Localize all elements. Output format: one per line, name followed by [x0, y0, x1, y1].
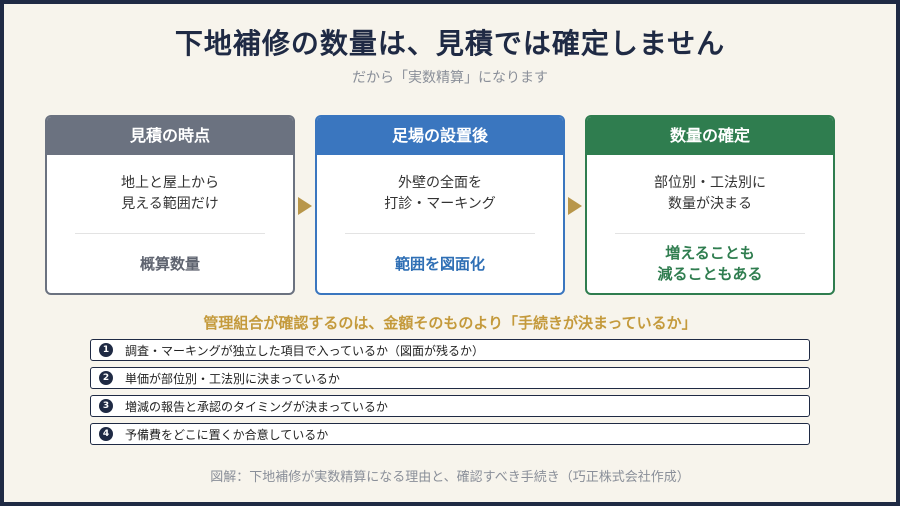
stage-card-body-line: 外壁の全面を: [398, 175, 482, 191]
number-badge-icon: 4: [99, 427, 113, 441]
stage-card-quantity-confirmed: 数量の確定 部位別・工法別に 数量が決まる 増えることも 減ることもある: [585, 115, 835, 295]
checklist-item-text: 調査・マーキングが独立した項目で入っているか（図面が残るか）: [125, 343, 485, 358]
number-badge-icon: 1: [99, 343, 113, 357]
stage-card-result-line: 概算数量: [139, 254, 200, 273]
number-badge-icon: 2: [99, 371, 113, 385]
checklist: 1 調査・マーキングが独立した項目で入っているか（図面が残るか） 2 単価が部位…: [90, 339, 810, 451]
checklist-item-text: 単価が部位別・工法別に決まっているか: [125, 371, 340, 386]
page-title: 下地補修の数量は、見積では確定しません: [174, 27, 726, 60]
stage-card-body: 部位別・工法別に 数量が決まる: [587, 155, 833, 233]
stage-card-estimate: 見積の時点 地上と屋上から 見える範囲だけ 概算数量: [45, 115, 295, 295]
stage-card-divider: [615, 233, 805, 234]
figure-caption: 図解：下地補修が実数精算になる理由と、確認すべき手続き（巧正株式会社作成）: [210, 470, 690, 485]
stage-card-scaffolding: 足場の設置後 外壁の全面を 打診・マーキング 範囲を図面化: [315, 115, 565, 295]
stage-card-body-line: 打診・マーキング: [384, 196, 496, 212]
stage-card-result-line: 増えることも: [665, 244, 755, 262]
stage-card-body: 外壁の全面を 打診・マーキング: [317, 155, 563, 233]
checklist-heading: 管理組合が確認するのは、金額そのものより「手続きが決まっているか」: [203, 314, 697, 332]
stage-card-result: 概算数量: [47, 234, 293, 293]
flow-arrow-icon: [298, 197, 312, 215]
stage-card-body-line: 部位別・工法別に: [654, 175, 766, 191]
stage-card-body: 地上と屋上から 見える範囲だけ: [47, 155, 293, 233]
flow-arrow-icon: [568, 197, 582, 215]
stage-card-body-line: 地上と屋上から: [121, 175, 219, 191]
stage-card-divider: [345, 233, 535, 234]
checklist-item: 4 予備費をどこに置くか合意しているか: [90, 423, 810, 445]
stage-card-header: 足場の設置後: [317, 117, 563, 155]
checklist-item: 1 調査・マーキングが独立した項目で入っているか（図面が残るか）: [90, 339, 810, 361]
stage-card-body-line: 数量が決まる: [668, 196, 752, 212]
checklist-item: 2 単価が部位別・工法別に決まっているか: [90, 367, 810, 389]
stage-card-result: 範囲を図面化: [317, 234, 563, 293]
stage-card-result: 増えることも 減ることもある: [587, 234, 833, 293]
diagram-frame: 下地補修の数量は、見積では確定しません だから「実数精算」になります 見積の時点…: [4, 4, 896, 502]
checklist-item: 3 増減の報告と承認のタイミングが決まっているか: [90, 395, 810, 417]
stage-card-body-line: 見える範囲だけ: [121, 196, 219, 212]
stage-card-header: 見積の時点: [47, 117, 293, 155]
stage-card-result-line: 減ることもある: [657, 265, 763, 283]
number-badge-icon: 3: [99, 399, 113, 413]
stage-card-header: 数量の確定: [587, 117, 833, 155]
page-subtitle: だから「実数精算」になります: [352, 70, 548, 86]
checklist-item-text: 増減の報告と承認のタイミングが決まっているか: [125, 399, 388, 414]
checklist-item-text: 予備費をどこに置くか合意しているか: [125, 427, 329, 442]
stage-card-result-line: 範囲を図面化: [394, 254, 485, 273]
stage-card-divider: [75, 233, 265, 234]
